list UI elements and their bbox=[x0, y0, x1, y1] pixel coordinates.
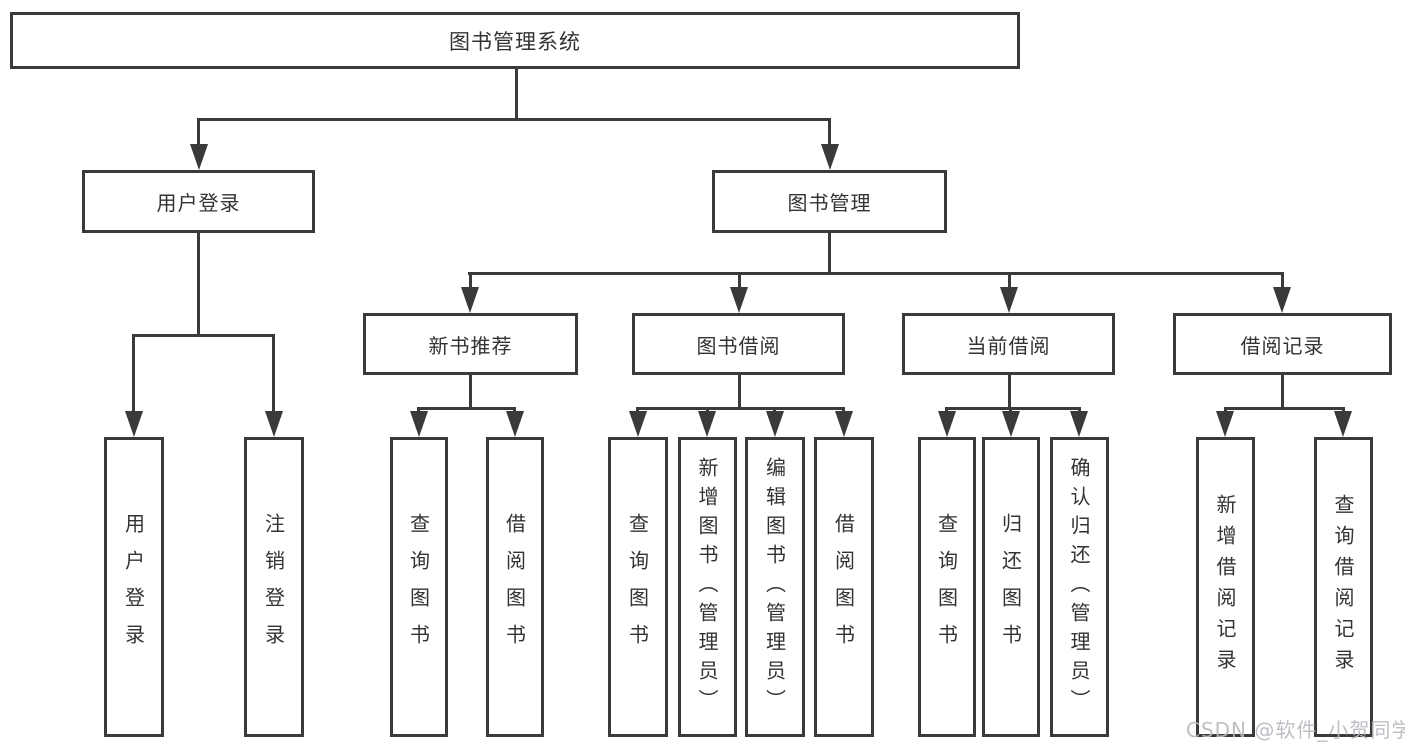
arrowhead bbox=[410, 411, 428, 437]
csdn-watermark: CSDN @软件_小贺同学 bbox=[1186, 718, 1405, 742]
node-label: 图书借阅 bbox=[696, 333, 781, 358]
node-query-books-3: 查询图书 bbox=[918, 437, 976, 737]
connector-line bbox=[1281, 373, 1284, 409]
node-confirm-return-admin: 确认归还（管理员） bbox=[1050, 437, 1109, 737]
arrowhead bbox=[766, 411, 784, 437]
connector-line bbox=[738, 272, 741, 289]
connector-line bbox=[636, 407, 845, 410]
node-label: 借阅图书 bbox=[502, 513, 527, 661]
arrowhead bbox=[265, 411, 283, 437]
node-query-borrow-record: 查询借阅记录 bbox=[1314, 437, 1373, 737]
arrowhead bbox=[835, 411, 853, 437]
connector-line bbox=[1078, 407, 1081, 414]
connector-line bbox=[513, 407, 516, 414]
node-borrowing-records: 借阅记录 bbox=[1173, 313, 1392, 375]
connector-line bbox=[738, 373, 741, 409]
node-add-books-admin: 新增图书（管理员） bbox=[678, 437, 737, 737]
node-label: 确认归还（管理员） bbox=[1067, 456, 1091, 718]
arrowhead bbox=[821, 144, 839, 170]
node-root: 图书管理系统 bbox=[10, 12, 1020, 69]
connector-line bbox=[706, 407, 709, 414]
connector-line bbox=[1008, 373, 1011, 409]
node-label: 查询图书 bbox=[625, 513, 650, 661]
node-label: 新书推荐 bbox=[428, 333, 513, 358]
arrowhead bbox=[1216, 411, 1234, 437]
node-label: 注销登录 bbox=[261, 513, 286, 661]
connector-line bbox=[272, 334, 275, 413]
arrowhead bbox=[1070, 411, 1088, 437]
connector-line bbox=[515, 67, 518, 120]
node-borrow-books-2: 借阅图书 bbox=[814, 437, 874, 737]
node-label: 图书管理 bbox=[787, 191, 872, 215]
arrowhead bbox=[461, 287, 479, 313]
connector-line bbox=[1224, 407, 1345, 410]
connector-line bbox=[197, 118, 831, 121]
connector-line bbox=[469, 373, 472, 409]
node-query-books-1: 查询图书 bbox=[390, 437, 448, 737]
connector-line bbox=[132, 334, 135, 413]
node-logout-leaf: 注销登录 bbox=[244, 437, 304, 737]
connector-line bbox=[828, 118, 831, 146]
node-user-login: 用户登录 bbox=[82, 170, 315, 233]
node-label: 归还图书 bbox=[998, 513, 1023, 661]
node-borrow-books-1: 借阅图书 bbox=[486, 437, 544, 737]
arrowhead bbox=[125, 411, 143, 437]
node-add-borrow-record: 新增借阅记录 bbox=[1196, 437, 1255, 737]
connector-line bbox=[636, 407, 639, 414]
connector-line bbox=[417, 407, 516, 410]
connector-line bbox=[773, 407, 776, 414]
node-label: 图书管理系统 bbox=[449, 29, 581, 54]
node-label: 编辑图书（管理员） bbox=[762, 456, 787, 718]
connector-line bbox=[417, 407, 420, 414]
node-new-book-recommend: 新书推荐 bbox=[363, 313, 578, 375]
arrowhead bbox=[1273, 287, 1291, 313]
node-label: 借阅图书 bbox=[831, 513, 856, 661]
connector-line bbox=[945, 407, 948, 414]
connector-line bbox=[1008, 272, 1011, 289]
node-label: 用户登录 bbox=[156, 191, 241, 215]
connector-line bbox=[1009, 407, 1012, 414]
arrowhead bbox=[938, 411, 956, 437]
node-return-books: 归还图书 bbox=[982, 437, 1040, 737]
arrowhead bbox=[1002, 411, 1020, 437]
node-user-login-leaf: 用户登录 bbox=[104, 437, 164, 737]
node-label: 当前借阅 bbox=[966, 333, 1051, 358]
node-label: 借阅记录 bbox=[1240, 333, 1325, 358]
arrowhead bbox=[698, 411, 716, 437]
arrowhead bbox=[1000, 287, 1018, 313]
connector-line bbox=[468, 272, 1284, 275]
node-edit-books-admin: 编辑图书（管理员） bbox=[745, 437, 805, 737]
node-book-borrowing: 图书借阅 bbox=[632, 313, 845, 375]
node-label: 查询借阅记录 bbox=[1331, 494, 1355, 680]
node-label: 查询图书 bbox=[934, 513, 959, 661]
connector-line bbox=[1342, 407, 1345, 414]
node-current-borrowing: 当前借阅 bbox=[902, 313, 1115, 375]
connector-line bbox=[1281, 272, 1284, 289]
node-label: 用户登录 bbox=[121, 513, 146, 661]
arrowhead bbox=[506, 411, 524, 437]
connector-line bbox=[132, 334, 275, 337]
connector-line bbox=[828, 231, 831, 275]
arrowhead bbox=[190, 144, 208, 170]
arrowhead bbox=[1334, 411, 1352, 437]
connector-line bbox=[197, 118, 200, 146]
arrowhead bbox=[629, 411, 647, 437]
connector-line bbox=[469, 272, 472, 289]
connector-line bbox=[1224, 407, 1227, 414]
connector-line bbox=[945, 407, 1081, 410]
node-label: 查询图书 bbox=[406, 513, 431, 661]
node-label: 新增图书（管理员） bbox=[695, 456, 719, 718]
connector-line bbox=[842, 407, 845, 414]
arrowhead bbox=[730, 287, 748, 313]
connector-line bbox=[197, 231, 200, 336]
node-book-management: 图书管理 bbox=[712, 170, 947, 233]
node-label: 新增借阅记录 bbox=[1213, 494, 1237, 680]
node-query-books-2: 查询图书 bbox=[608, 437, 668, 737]
